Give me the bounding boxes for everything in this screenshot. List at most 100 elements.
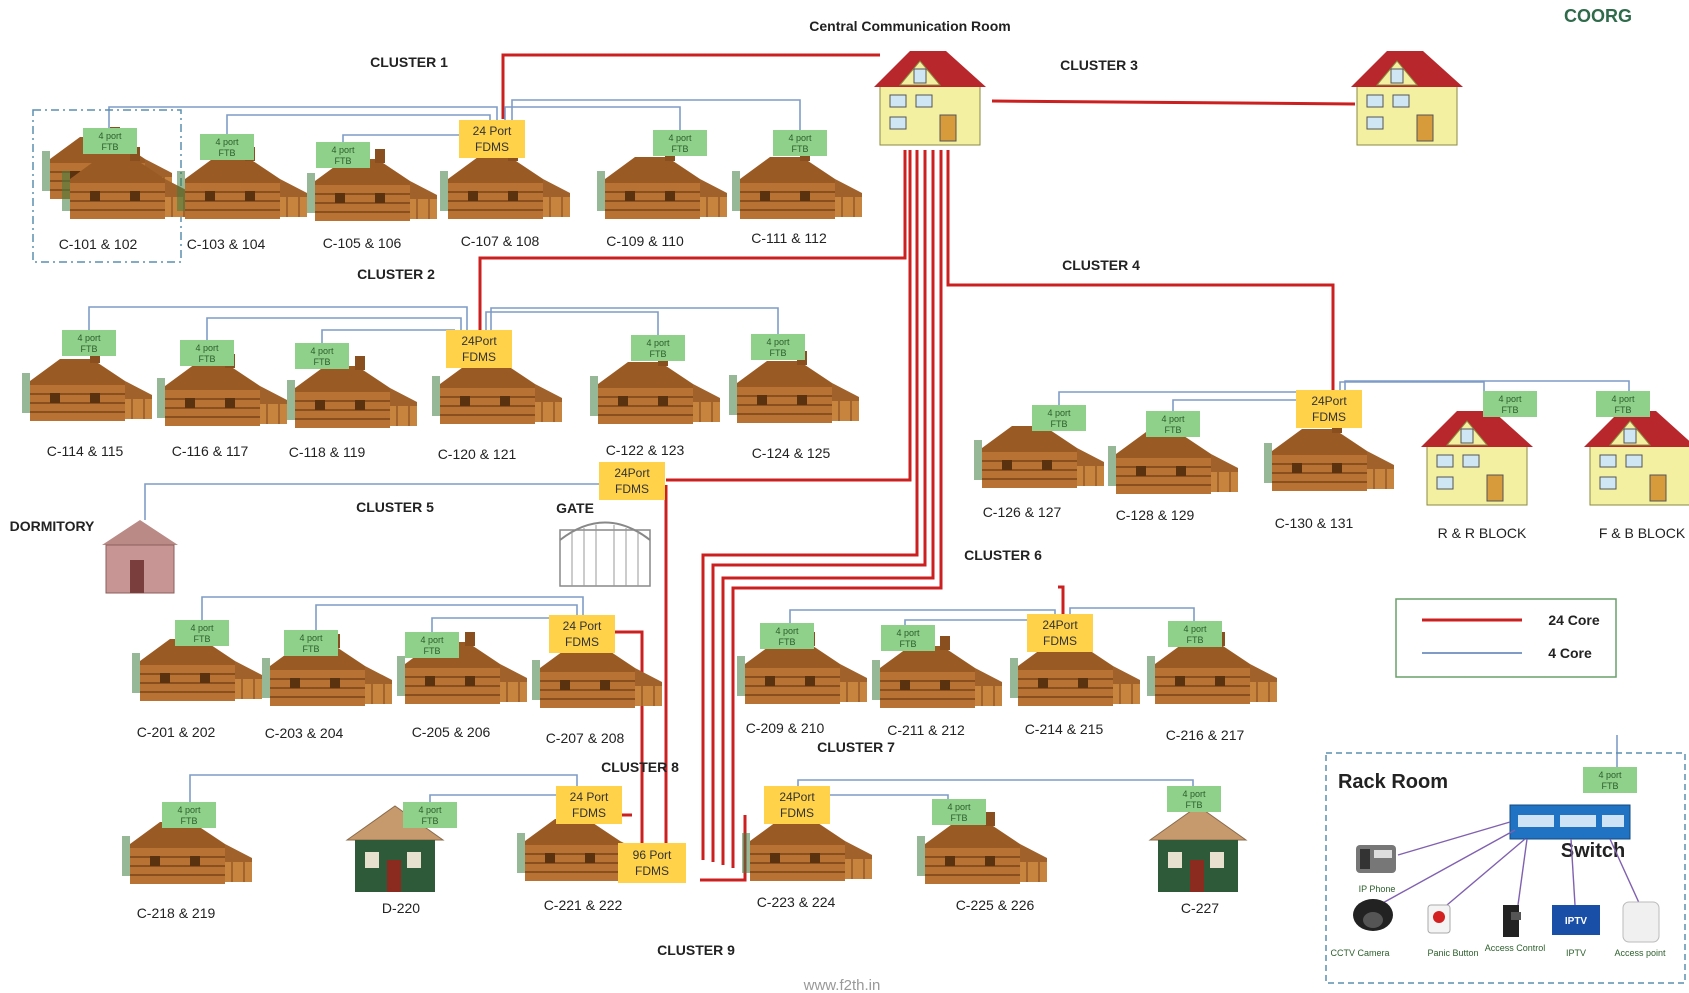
panic-button-icon bbox=[1427, 904, 1451, 934]
cottage-label: C-105 & 106 bbox=[323, 235, 402, 251]
cottage-label: C-130 & 131 bbox=[1275, 515, 1354, 531]
central-communication-room-building bbox=[873, 50, 987, 146]
svg-text:FDMS: FDMS bbox=[462, 350, 496, 364]
svg-text:4 port: 4 port bbox=[1598, 770, 1622, 780]
svg-text:4 port: 4 port bbox=[1047, 408, 1071, 418]
cottage-label: C-221 & 222 bbox=[544, 897, 623, 913]
cottage-label: C-116 & 117 bbox=[172, 443, 249, 459]
access-point-label: Access point bbox=[1614, 948, 1666, 958]
svg-text:FTB: FTB bbox=[792, 144, 809, 154]
svg-text:4 port: 4 port bbox=[331, 145, 355, 155]
svg-text:FTB: FTB bbox=[181, 816, 198, 826]
cottage-label: C-223 & 224 bbox=[757, 894, 836, 910]
cluster-3-label: CLUSTER 3 bbox=[1060, 57, 1138, 73]
cottage-labels: C-101 & 102 C-103 & 104 C-105 & 106 C-10… bbox=[47, 230, 1686, 921]
svg-text:24 Port: 24 Port bbox=[473, 124, 512, 138]
svg-text:FTB: FTB bbox=[1051, 419, 1068, 429]
cluster3-building bbox=[1350, 50, 1464, 146]
svg-text:FTB: FTB bbox=[650, 349, 667, 359]
cottage-label: C-201 & 202 bbox=[137, 724, 216, 740]
svg-text:FDMS: FDMS bbox=[635, 864, 669, 878]
watermark: www.f2th.in bbox=[803, 977, 881, 993]
svg-text:FTB: FTB bbox=[770, 348, 787, 358]
cottage-label: C-207 & 208 bbox=[546, 730, 625, 746]
svg-text:96 Port: 96 Port bbox=[633, 848, 672, 862]
cottage-label: C-209 & 210 bbox=[746, 720, 825, 736]
svg-text:FTB: FTB bbox=[779, 637, 796, 647]
svg-text:FTB: FTB bbox=[219, 148, 236, 158]
svg-text:24Port: 24Port bbox=[779, 790, 815, 804]
cluster-9-label: CLUSTER 9 bbox=[657, 942, 735, 958]
svg-text:24 Port: 24 Port bbox=[563, 619, 602, 633]
access-control-label: Access Control bbox=[1485, 943, 1546, 953]
svg-text:4 port: 4 port bbox=[896, 628, 920, 638]
svg-text:FTB: FTB bbox=[194, 634, 211, 644]
dormitory-building bbox=[102, 520, 178, 594]
svg-text:FTB: FTB bbox=[199, 354, 216, 364]
svg-text:24Port: 24Port bbox=[1042, 618, 1078, 632]
cottage-label: R & R BLOCK bbox=[1438, 525, 1527, 541]
iptv-badge: IPTV bbox=[1565, 916, 1588, 927]
cctv-camera-label: CCTV Camera bbox=[1330, 948, 1389, 958]
switch-icon bbox=[1509, 804, 1631, 840]
svg-text:4 port: 4 port bbox=[299, 633, 323, 643]
panic-button-label: Panic Button bbox=[1427, 948, 1478, 958]
svg-text:FTB: FTB bbox=[1165, 425, 1182, 435]
cottage-label: C-107 & 108 bbox=[461, 233, 540, 249]
svg-text:4 port: 4 port bbox=[788, 133, 812, 143]
cottage-label: C-214 & 215 bbox=[1025, 721, 1104, 737]
svg-text:4 port: 4 port bbox=[215, 137, 239, 147]
gate-label: GATE bbox=[556, 500, 594, 516]
cottage-label: C-225 & 226 bbox=[956, 897, 1035, 913]
cottage-label: C-211 & 212 bbox=[887, 722, 965, 738]
svg-text:FTB: FTB bbox=[303, 644, 320, 654]
cottage-label: C-122 & 123 bbox=[606, 442, 685, 458]
cluster-7-label: CLUSTER 7 bbox=[817, 739, 895, 755]
svg-text:4 port: 4 port bbox=[420, 635, 444, 645]
access-control-icon bbox=[1503, 905, 1521, 937]
cluster-6-label: CLUSTER 6 bbox=[964, 547, 1042, 563]
svg-text:4 port: 4 port bbox=[177, 805, 201, 815]
iptv-icon: IPTV bbox=[1552, 905, 1600, 935]
svg-text:FDMS: FDMS bbox=[780, 806, 814, 820]
ip-phone-icon bbox=[1356, 845, 1396, 873]
svg-text:FTB: FTB bbox=[81, 344, 98, 354]
svg-text:4 port: 4 port bbox=[190, 623, 214, 633]
switch-label: Switch bbox=[1561, 840, 1625, 862]
svg-text:4 port: 4 port bbox=[1498, 394, 1522, 404]
svg-text:4 port: 4 port bbox=[418, 805, 442, 815]
svg-text:24Port: 24Port bbox=[461, 334, 497, 348]
gate-icon bbox=[559, 521, 651, 587]
svg-text:4 port: 4 port bbox=[646, 338, 670, 348]
svg-text:4 port: 4 port bbox=[98, 131, 122, 141]
svg-text:FTB: FTB bbox=[424, 646, 441, 656]
dormitory-label: DORMITORY bbox=[10, 518, 95, 534]
svg-text:FTB: FTB bbox=[900, 639, 917, 649]
access-point-icon bbox=[1622, 901, 1660, 943]
iptv-label: IPTV bbox=[1566, 948, 1586, 958]
